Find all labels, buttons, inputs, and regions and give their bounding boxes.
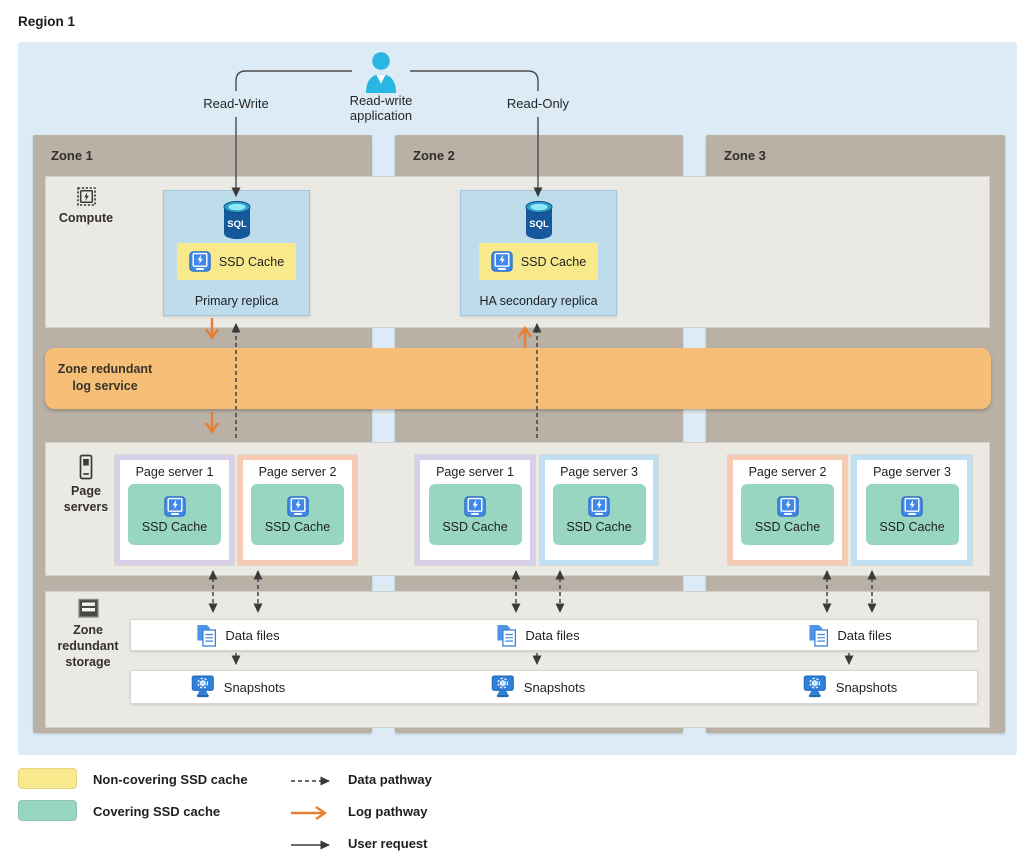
- ssd-cache-label: SSD Cache: [264, 519, 331, 534]
- page-server-box: Page server 3 SSD Cache: [852, 455, 972, 565]
- covering-ssd-cache: SSD Cache: [552, 484, 646, 545]
- data-files-icon: [809, 624, 829, 647]
- compute-row-label: Compute: [43, 186, 129, 226]
- page-server-box: Page server 1 SSD Cache: [415, 455, 535, 565]
- data-files-bar: Data files Data files Data files: [130, 619, 978, 651]
- snapshots-bar: Snapshots Snapshots Snapshots: [130, 670, 978, 704]
- ha-secondary-replica-box: SQL SSD Cache HA secondary replica: [460, 190, 617, 316]
- sql-database-icon: SQL: [223, 201, 250, 239]
- data-pathway-arrow-sample: [291, 776, 330, 786]
- svg-text:SQL: SQL: [227, 219, 247, 230]
- zone-2-title: Zone 2: [413, 148, 455, 163]
- log-service-band: [45, 348, 991, 409]
- ssd-cache-label: SSD Cache: [754, 519, 821, 534]
- legend-covering-label: Covering SSD cache: [93, 804, 221, 819]
- page-server-box: Page server 3 SSD Cache: [540, 455, 658, 565]
- legend-user-request-label: User request: [348, 836, 428, 851]
- sql-database-icon: SQL: [525, 201, 552, 239]
- ssd-disk-icon: [464, 495, 486, 517]
- legend-data-pathway-label: Data pathway: [348, 772, 432, 787]
- non-covering-ssd-cache: SSD Cache: [479, 243, 598, 280]
- user-request-arrow-sample: [291, 840, 330, 850]
- covering-ssd-cache: SSD Cache: [428, 484, 522, 545]
- ssd-cache-label: SSD Cache: [879, 519, 945, 534]
- storage-band: [45, 591, 990, 728]
- data-files-icon: [497, 624, 517, 647]
- covering-ssd-cache: SSD Cache: [741, 484, 834, 545]
- page-server-box: Page server 2 SSD Cache: [238, 455, 357, 565]
- ssd-cache-label: SSD Cache: [218, 254, 285, 269]
- ssd-disk-icon: [286, 495, 309, 517]
- legend-non-covering-label: Non-covering SSD cache: [93, 772, 248, 787]
- application-label: Read-write application: [349, 93, 413, 123]
- snapshots-item: Snapshots: [491, 671, 585, 703]
- page-servers-row-label: Page servers: [43, 454, 129, 515]
- svg-text:SQL: SQL: [529, 219, 549, 230]
- region-title: Region 1: [18, 14, 76, 29]
- read-only-label: Read-Only: [506, 96, 570, 111]
- snapshots-icon: [803, 675, 826, 698]
- zone-1-title: Zone 1: [51, 148, 93, 163]
- ssd-disk-icon: [776, 495, 799, 517]
- zone-3-title: Zone 3: [724, 148, 766, 163]
- ssd-cache-label: SSD Cache: [442, 519, 508, 534]
- ssd-disk-icon: [901, 495, 923, 517]
- covering-ssd-cache: SSD Cache: [251, 484, 344, 545]
- compute-chip-icon: [76, 187, 96, 206]
- snapshots-icon: [191, 675, 214, 698]
- snapshots-item: Snapshots: [191, 671, 285, 703]
- page-server-box: Page server 1 SSD Cache: [115, 455, 234, 565]
- primary-replica-caption: Primary replica: [194, 294, 279, 308]
- legend-log-pathway-label: Log pathway: [348, 804, 428, 819]
- ssd-cache-label: SSD Cache: [141, 519, 208, 534]
- storage-row-label: Zone redundant storage: [45, 598, 131, 670]
- ssd-disk-icon: [189, 251, 211, 272]
- data-files-item: Data files: [496, 620, 580, 650]
- covering-ssd-cache: SSD Cache: [128, 484, 221, 545]
- secondary-replica-caption: HA secondary replica: [479, 294, 598, 308]
- page-server-box: Page server 2 SSD Cache: [728, 455, 847, 565]
- storage-icon: [77, 598, 99, 618]
- primary-replica-box: SQL SSD Cache Primary replica: [163, 190, 310, 316]
- ssd-disk-icon: [491, 251, 513, 272]
- log-pathway-arrow-sample: [291, 806, 328, 820]
- snapshots-icon: [491, 675, 514, 698]
- ssd-cache-label: SSD Cache: [566, 519, 632, 534]
- non-covering-ssd-cache: SSD Cache: [177, 243, 296, 280]
- ssd-cache-label: SSD Cache: [520, 254, 587, 269]
- data-files-item: Data files: [808, 620, 892, 650]
- read-write-label: Read-Write: [203, 96, 269, 111]
- snapshots-item: Snapshots: [803, 671, 897, 703]
- log-service-label: Zone redundant log service: [57, 362, 153, 393]
- ssd-disk-icon: [588, 495, 610, 517]
- data-files-item: Data files: [196, 620, 280, 650]
- covering-ssd-cache: SSD Cache: [865, 484, 959, 545]
- server-icon: [79, 454, 93, 480]
- ssd-disk-icon: [163, 495, 186, 517]
- data-files-icon: [197, 624, 217, 647]
- legend-covering-swatch: [18, 800, 77, 821]
- legend-non-covering-swatch: [18, 768, 77, 789]
